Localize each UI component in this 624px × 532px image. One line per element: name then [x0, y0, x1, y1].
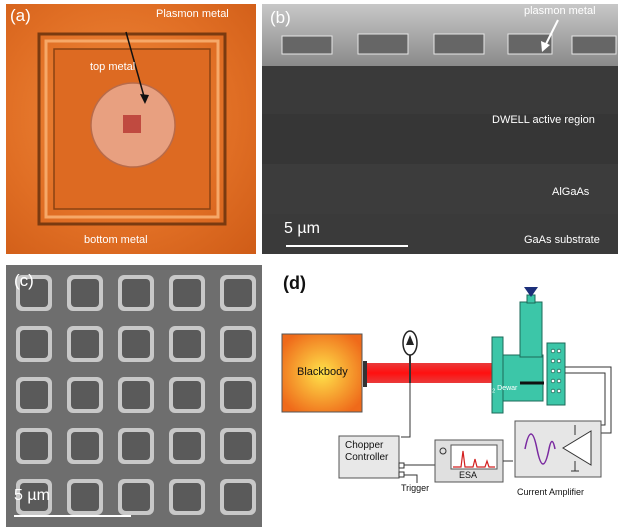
plasmon-arrowhead	[140, 94, 149, 104]
signal-wire	[565, 366, 612, 434]
hole	[20, 279, 48, 307]
trigger-label: Trigger	[401, 483, 430, 493]
plasmon-metal-label: plasmon metal	[524, 5, 596, 17]
hole	[20, 483, 48, 511]
algaas-label: AlGaAs	[552, 186, 590, 198]
current-amplifier-label: Current Amplifier	[517, 487, 585, 497]
amplifier-symbol	[562, 430, 592, 466]
panel-c-sem-top-view: (c) 5 µm	[6, 265, 262, 527]
panel-b-sem-cross-section: (b) plasmon metal DWELL active region Al…	[262, 4, 618, 254]
hole	[224, 432, 252, 460]
bottom-metal-inner-ring	[44, 39, 220, 219]
spectrum-trace	[453, 450, 495, 468]
scale-label: 5 µm	[14, 487, 50, 504]
dewar-window	[491, 336, 504, 414]
waveform	[524, 433, 556, 465]
dewar-label: LN2 Dewar	[483, 385, 518, 395]
plasmon-metal-square	[123, 115, 141, 133]
plasmon-arrow	[125, 31, 146, 101]
hole	[20, 432, 48, 460]
scale-label: 5 µm	[284, 220, 320, 237]
hole	[122, 279, 150, 307]
hole	[173, 483, 201, 511]
hole	[122, 432, 150, 460]
hole	[224, 330, 252, 358]
hole	[71, 432, 99, 460]
dewar-body	[502, 354, 544, 402]
panel-label: (b)	[270, 8, 291, 27]
ir-beam	[367, 363, 497, 383]
plasmon-arrowhead	[541, 41, 550, 52]
hole	[122, 483, 150, 511]
hole	[71, 279, 99, 307]
hole	[173, 330, 201, 358]
hole	[173, 432, 201, 460]
hole	[71, 330, 99, 358]
panel-label: (a)	[10, 6, 31, 25]
hole	[71, 381, 99, 409]
panel-label: (d)	[283, 273, 306, 293]
plasmon-grating	[281, 33, 617, 55]
blackbody-source	[281, 333, 363, 413]
dewar-neck	[519, 301, 543, 358]
chopper-wire	[401, 383, 411, 438]
dwell-label: DWELL active region	[492, 114, 595, 126]
panel-a-optical-image: (a) Plasmon metal top metal bottom metal	[6, 4, 256, 254]
bottom-metal-outer-ring	[37, 32, 227, 226]
plasmon-arrow	[543, 19, 559, 49]
bottom-metal-label: bottom metal	[84, 234, 148, 246]
connector-box	[546, 342, 566, 406]
hole	[224, 483, 252, 511]
hole	[20, 330, 48, 358]
blackbody-label: Blackbody	[297, 366, 348, 378]
substrate-label: GaAs substrate	[524, 234, 600, 246]
hole	[71, 483, 99, 511]
hole	[224, 381, 252, 409]
panel-label: (c)	[14, 271, 34, 290]
aperture	[363, 361, 367, 387]
plasmon-metal-label: Plasmon metal	[156, 8, 229, 20]
esa-label: ESA	[459, 470, 478, 480]
hole	[224, 279, 252, 307]
device-optical-micrograph	[37, 31, 227, 226]
measurement-setup-diagram	[281, 287, 612, 483]
hole	[20, 381, 48, 409]
chopper-controller-box	[338, 435, 400, 479]
top-metal-label: top metal	[90, 61, 136, 73]
hole	[122, 381, 150, 409]
hole	[173, 381, 201, 409]
hole	[122, 330, 150, 358]
hole	[173, 279, 201, 307]
sem-cross-section-image	[262, 4, 618, 254]
dewar-cap	[524, 287, 538, 297]
hole-array-image	[14, 275, 256, 517]
